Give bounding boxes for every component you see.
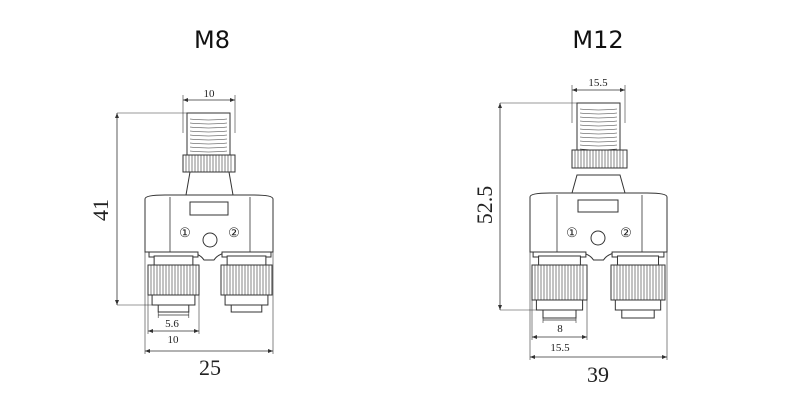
m12-center-hole [590, 230, 606, 246]
m12-port-1-label: ① [566, 225, 578, 240]
m8-pin-width-label: 5.6 [165, 318, 179, 330]
m8-title: M8 [194, 26, 230, 54]
m8-center-hole [202, 232, 218, 248]
m8-port-1-base [151, 294, 196, 306]
m12-port-2-pin [621, 309, 655, 319]
m12-thread-line [579, 132, 618, 135]
m8-neck [185, 171, 234, 196]
m8-thread-line [189, 150, 228, 153]
m12-thread-line [579, 140, 618, 143]
m8-port-2-knurl [220, 264, 273, 296]
m12-neck [571, 174, 626, 194]
m8-thread-line [189, 146, 228, 149]
m12-port-2-base [614, 299, 662, 311]
m8-port-1-label: ① [179, 225, 191, 240]
m12-port-1-pin [542, 309, 577, 319]
m8-thread-line [189, 130, 228, 133]
m8-height-label: 41 [88, 199, 113, 221]
m8-thread-line [189, 126, 228, 129]
m12-thread-line [579, 124, 618, 127]
m8-thread-line [189, 122, 228, 125]
m8-thread-line [189, 134, 228, 137]
m8-port-2-base [224, 294, 269, 306]
m12-thread-line [579, 112, 618, 115]
m12-label-window [577, 199, 619, 213]
m8-thread-line [189, 138, 228, 141]
m12-top-knurl [571, 149, 628, 169]
m12-bottom-width-label: 15.5 [550, 342, 570, 354]
m12-thread-line [579, 108, 618, 111]
m12-height-label: 52.5 [472, 186, 497, 225]
m12-port-2-label: ② [620, 225, 632, 240]
m8-port-1-pin [157, 304, 190, 313]
m8-bottom-width-label: 10 [168, 334, 180, 346]
m12-port-1-knurl [531, 264, 588, 301]
m12-thread-line [579, 116, 618, 119]
m12-thread-line [579, 144, 618, 147]
m12-thread-line [579, 136, 618, 139]
m8-port-2-label: ② [228, 225, 240, 240]
m12-top-width-label: 15.5 [588, 77, 608, 89]
m8-total-width-label: 25 [199, 355, 221, 380]
m12-title: M12 [572, 26, 623, 54]
m8-port-1-sleeve [153, 255, 194, 266]
m8-label-window [189, 201, 229, 216]
m8-port-2-sleeve [226, 255, 267, 266]
m12-total-width-label: 39 [587, 362, 609, 387]
m12-port-2-sleeve [616, 255, 660, 266]
m12-pin-width-label: 8 [557, 323, 563, 335]
m8-thread-line [189, 118, 228, 121]
m12-thread-line [579, 128, 618, 131]
m12-drawing: M12 15.5 52.5 8 15.5 39 ① ② [472, 26, 668, 387]
m8-port-1-knurl [147, 264, 200, 296]
m8-thread-line [189, 142, 228, 145]
m8-drawing: M8 10 41 5.6 10 25 ① ② [88, 26, 274, 380]
m8-port-2-pin [230, 304, 263, 313]
m12-thread-line [579, 120, 618, 123]
m12-port-1-base [535, 299, 584, 311]
m12-port-1-sleeve [538, 255, 581, 266]
m8-top-knurl [182, 154, 236, 173]
m8-top-width-label: 10 [204, 88, 216, 100]
